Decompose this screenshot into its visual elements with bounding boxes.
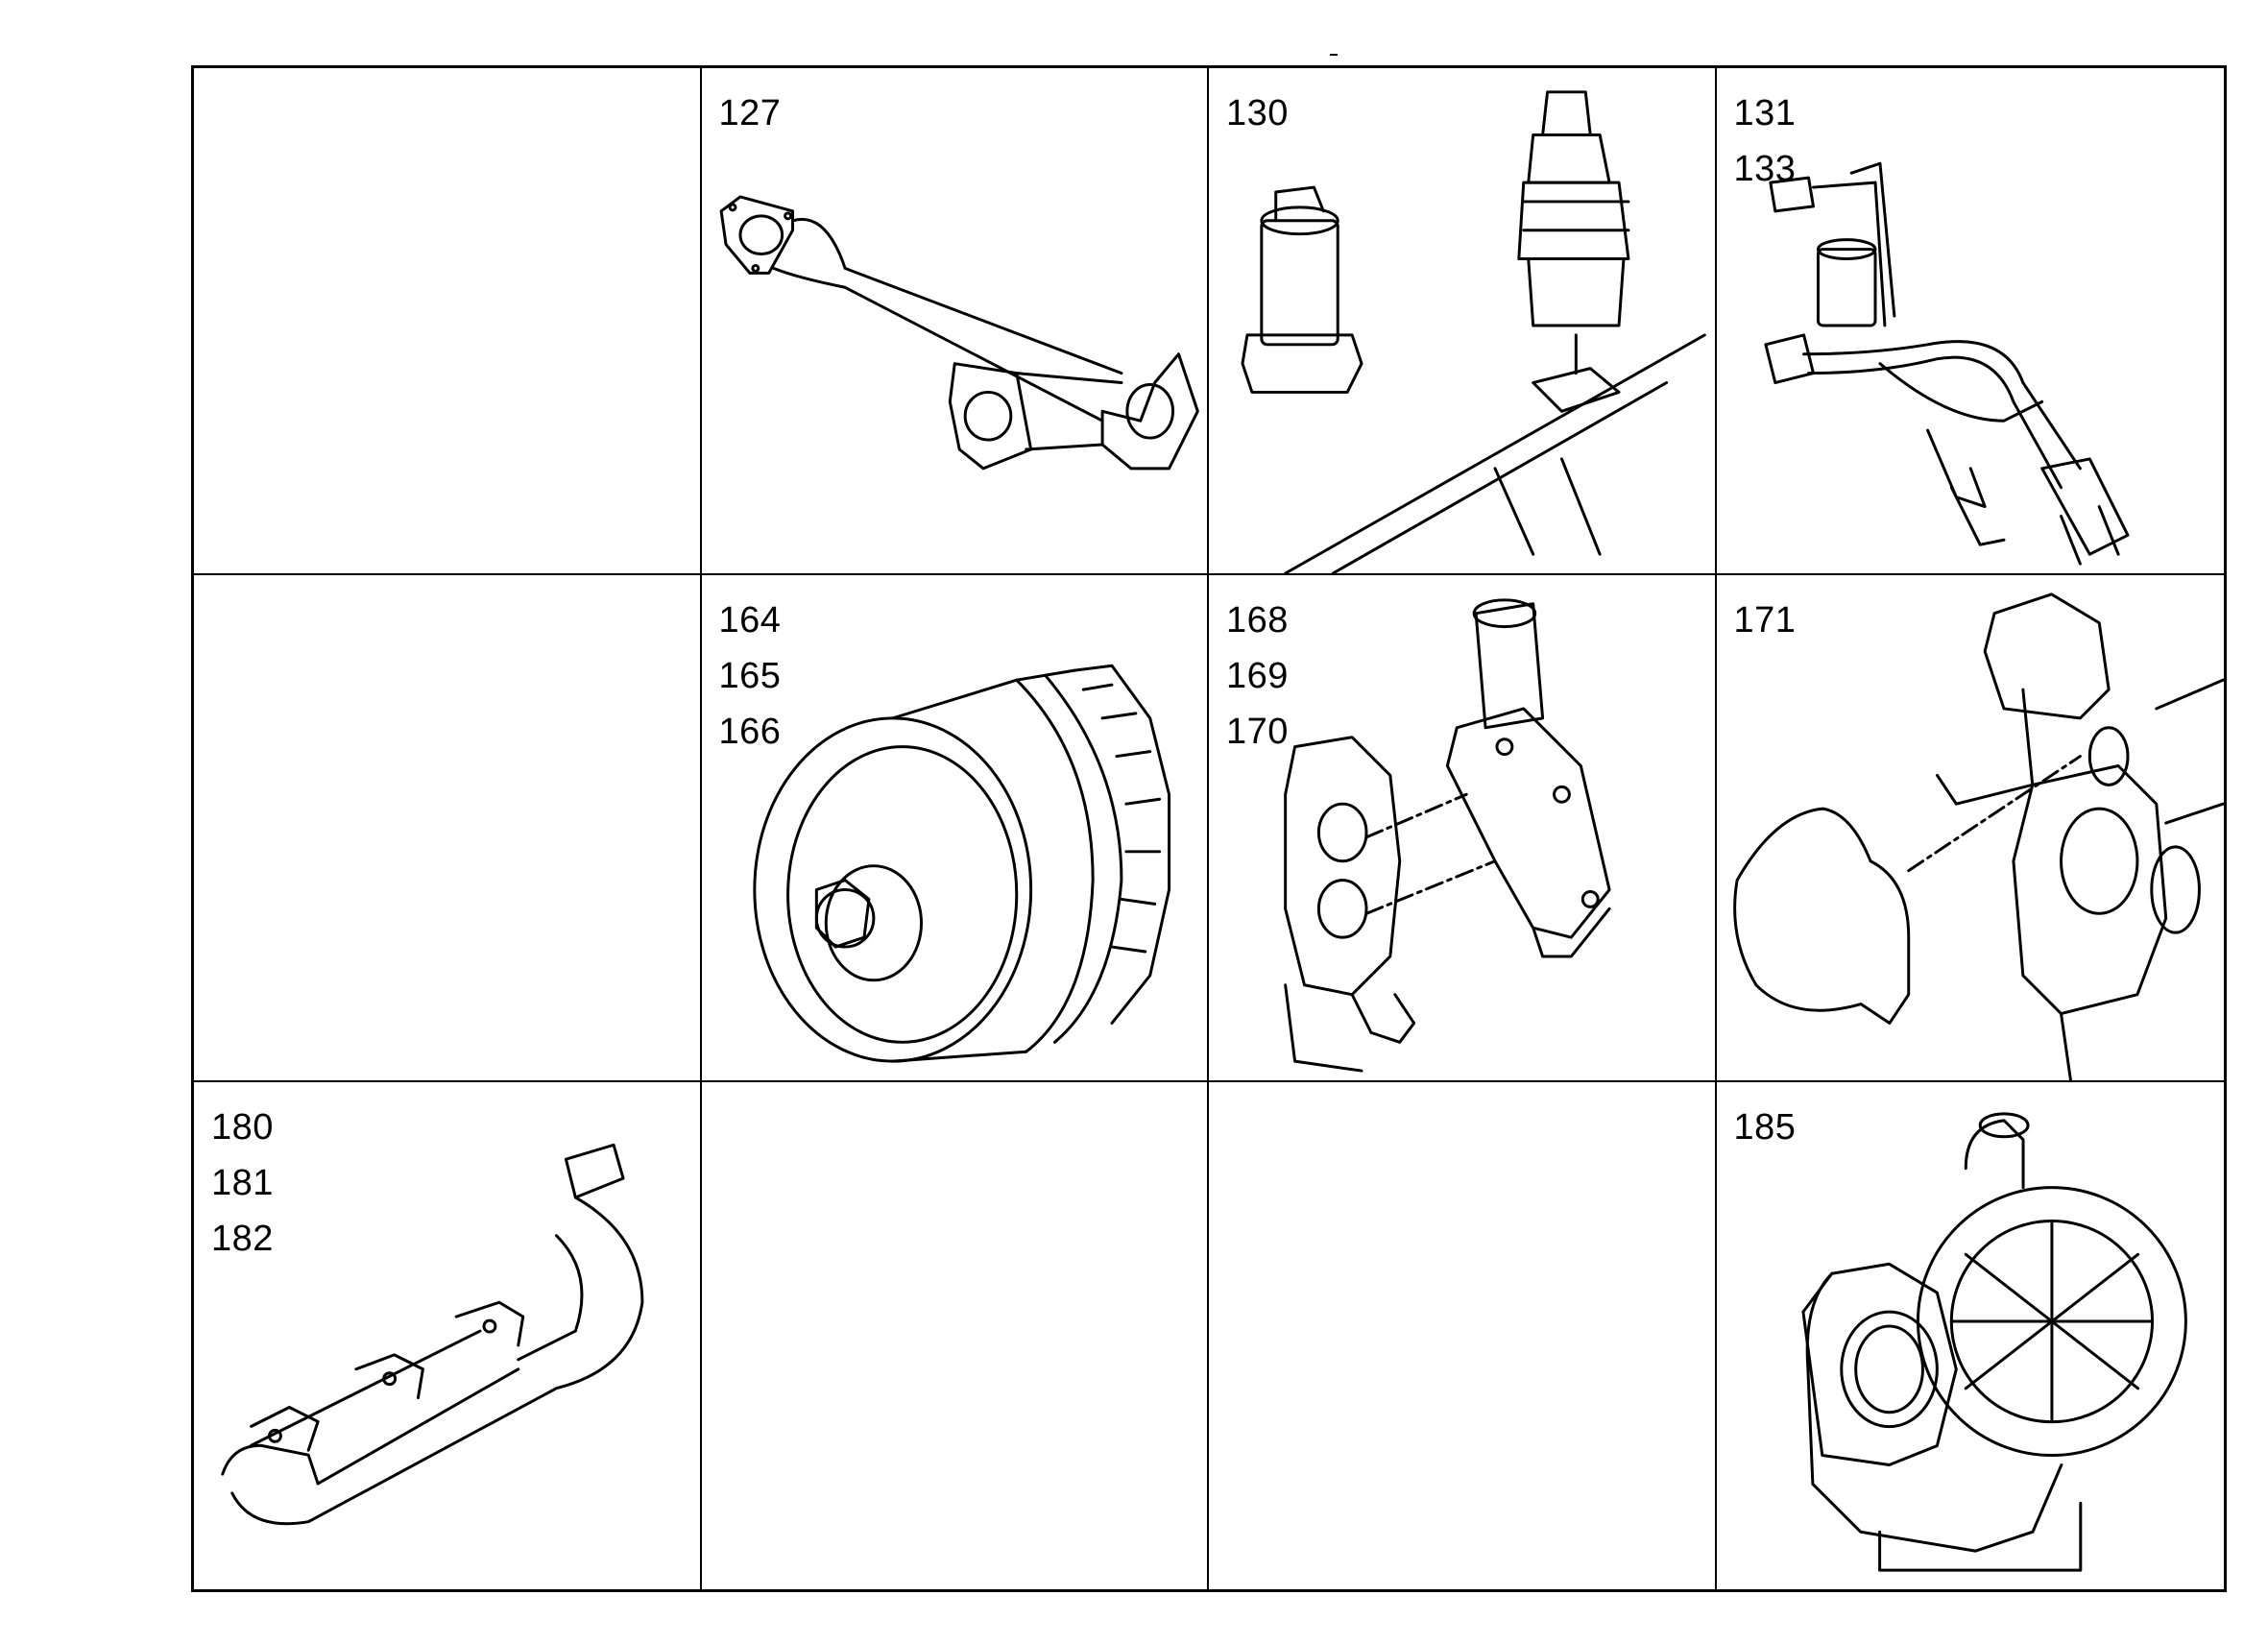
callout-number: 166 (718, 712, 782, 752)
turbocharger-illustration (1800, 1112, 2187, 1572)
callout-numbers: 127 (719, 85, 782, 141)
callout-number: 170 (1226, 712, 1289, 752)
callout-numbers: 185 (1734, 1100, 1797, 1155)
cell-empty (194, 575, 702, 1082)
exhaust-pipe-illustration (719, 195, 1199, 471)
callout-number: 185 (1733, 1107, 1797, 1148)
cell-part-171[interactable]: 171 (1716, 575, 2224, 1082)
callout-number: 127 (718, 93, 782, 133)
callout-number: 180 (211, 1107, 274, 1148)
callout-numbers: 130 (1226, 85, 1289, 141)
callout-number: 130 (1226, 93, 1289, 133)
callout-number: 171 (1733, 600, 1797, 641)
callout-number: 133 (1733, 149, 1797, 189)
scan-mark (1330, 54, 1338, 56)
cell-part-180-182[interactable]: 180 181 182 (194, 1082, 702, 1589)
cell-part-168-170[interactable]: 168 169 170 (1209, 575, 1717, 1082)
exhaust-manifold-illustration (221, 1143, 644, 1526)
cell-part-131-133[interactable]: 131 133 (1716, 68, 2224, 575)
callout-number: 131 (1733, 93, 1797, 133)
callout-number: 169 (1226, 656, 1289, 696)
callout-number: 182 (211, 1219, 274, 1259)
callout-number: 164 (718, 600, 782, 641)
cell-part-127[interactable]: 127 (701, 68, 1209, 575)
cell-empty (1209, 1082, 1717, 1589)
injector-sensor-illustration (1241, 90, 1706, 573)
thermostat-housing-illustration (1284, 598, 1611, 1073)
parts-diagram-grid: 127 130 (191, 65, 2227, 1592)
callout-numbers: 180 181 182 (211, 1100, 274, 1267)
callout-numbers: 171 (1734, 592, 1797, 648)
cell-empty (194, 68, 702, 575)
cell-part-164-166[interactable]: 164 165 166 (701, 575, 1209, 1082)
callout-number: 181 (211, 1163, 274, 1203)
callout-number: 165 (718, 656, 782, 696)
gasket-cover-illustration (1732, 592, 2224, 1080)
cell-empty (702, 1082, 1209, 1589)
sensor-harness-illustration (1763, 161, 2129, 566)
callout-numbers: 164 165 166 (719, 592, 782, 760)
callout-numbers: 168 169 170 (1226, 592, 1289, 760)
fan-pulley-illustration (752, 664, 1170, 1063)
cell-part-185[interactable]: 185 (1717, 1082, 2225, 1589)
callout-numbers: 131 133 (1734, 85, 1797, 197)
callout-number: 168 (1226, 600, 1289, 641)
cell-part-130[interactable]: 130 (1209, 68, 1717, 575)
